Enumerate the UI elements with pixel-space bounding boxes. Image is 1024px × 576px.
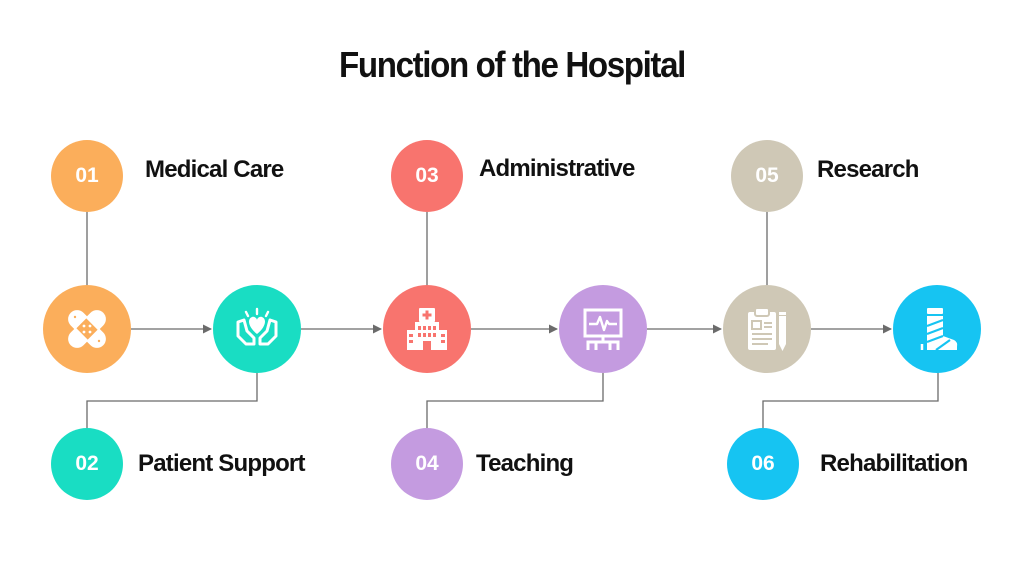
step-number-03: 03 [391, 140, 463, 212]
step-icon-circle-03 [383, 285, 471, 373]
step-number-01: 01 [51, 140, 123, 212]
hands-heart-icon [236, 307, 278, 346]
leg-cast-icon [920, 308, 958, 351]
step-label-03: Administrative [479, 155, 635, 182]
step-icon-circle-06 [893, 285, 981, 373]
connector-04 [426, 372, 604, 428]
presentation-board-icon [583, 308, 623, 350]
step-icon-circle-05 [723, 285, 811, 373]
step-number-02: 02 [51, 428, 123, 500]
step-icon-circle-02 [213, 285, 301, 373]
clipboard-pencil-icon [748, 307, 786, 351]
hospital-building-icon [407, 308, 447, 350]
step-label-01: Medical Care [145, 156, 284, 183]
page-title: Function of the Hospital [339, 44, 686, 85]
step-number-05: 05 [731, 140, 803, 212]
step-label-02: Patient Support [138, 450, 305, 477]
step-label-05: Research [817, 156, 919, 183]
bandage-icon [68, 310, 106, 348]
step-number-04: 04 [391, 428, 463, 500]
step-icon-circle-04 [559, 285, 647, 373]
step-number-06: 06 [727, 428, 799, 500]
step-icon-circle-01 [43, 285, 131, 373]
connector-06 [762, 372, 939, 428]
step-label-04: Teaching [476, 450, 574, 477]
step-label-06: Rehabilitation [820, 450, 968, 477]
connector-02 [86, 372, 258, 428]
